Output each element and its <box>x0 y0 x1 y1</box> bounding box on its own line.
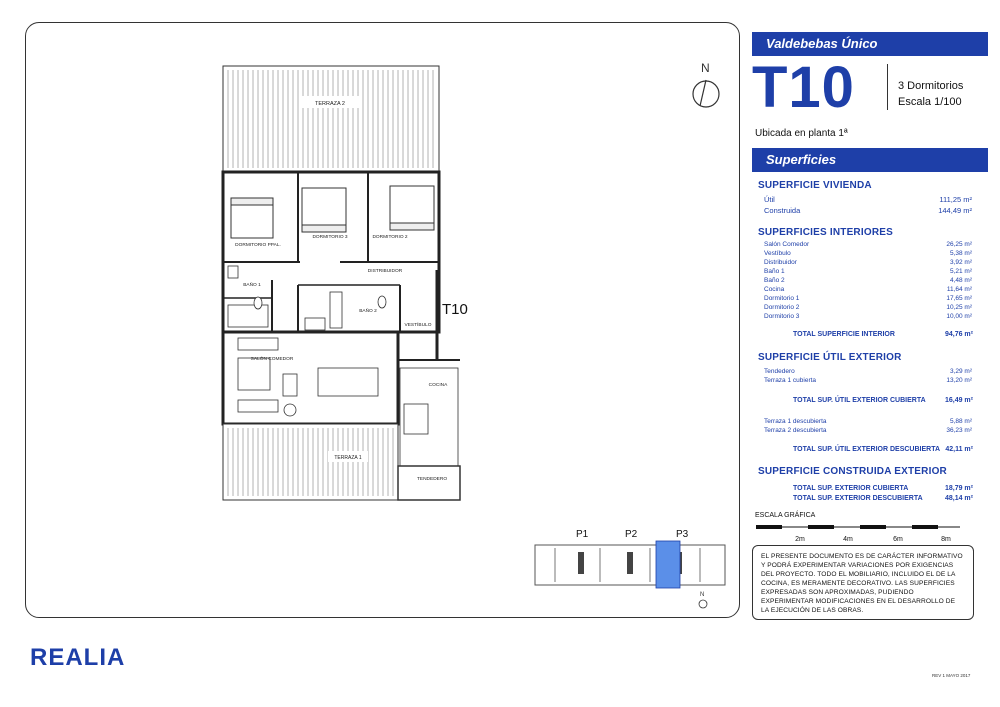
keyplan-highlight-p3 <box>655 540 681 589</box>
apartment-walls <box>221 170 460 426</box>
north-label: N <box>701 61 710 75</box>
bathrooms <box>227 265 387 331</box>
furniture-beds <box>230 185 435 239</box>
section-util-exterior-title: SUPERFICIE ÚTIL EXTERIOR <box>758 352 902 363</box>
superficies-title: Superficies <box>752 148 988 172</box>
graphic-scale: 2m 4m 6m 8m <box>756 525 960 543</box>
svg-text:2m: 2m <box>795 536 805 543</box>
disclaimer-box: EL PRESENTE DOCUMENTO ES DE CARÁCTER INF… <box>752 545 974 620</box>
svg-text:BAÑO 2: BAÑO 2 <box>359 307 377 314</box>
terraza-1: TERRAZA 1 <box>222 423 399 501</box>
svg-text:TENDEDERO: TENDEDERO <box>417 476 447 482</box>
realia-logo: REALIA <box>30 644 126 671</box>
svg-text:DORMITORIO PPAL.: DORMITORIO PPAL. <box>235 242 281 248</box>
svg-text:DISTRIBUIDOR: DISTRIBUIDOR <box>368 268 403 274</box>
escala-grafica-label: ESCALA GRÁFICA <box>755 512 816 519</box>
svg-text:4m: 4m <box>843 536 853 543</box>
svg-text:P2: P2 <box>625 529 638 540</box>
svg-text:P1: P1 <box>576 529 589 540</box>
section-interiores-title: SUPERFICIES INTERIORES <box>758 227 893 238</box>
unit-code: T10 <box>752 55 855 120</box>
section-construida-exterior-title: SUPERFICIE CONSTRUIDA EXTERIOR <box>758 466 947 477</box>
project-title: Valdebebas Único <box>752 32 988 56</box>
key-plan: P1 P2 P3 N <box>534 529 726 609</box>
unit-label-plan: T10 <box>442 301 468 318</box>
section-vivienda-title: SUPERFICIE VIVIENDA <box>758 180 872 191</box>
revision-label: REV 1 MAYO 2017 <box>932 673 971 678</box>
bedrooms-label: 3 Dormitorios <box>898 80 964 92</box>
unit-info: 3 Dormitorios Escala 1/100 <box>898 78 963 110</box>
svg-text:6m: 6m <box>893 536 903 543</box>
svg-text:8m: 8m <box>941 536 951 543</box>
svg-text:N: N <box>700 592 704 598</box>
svg-text:TERRAZA 1: TERRAZA 1 <box>334 455 361 461</box>
svg-text:DORMITORIO 3: DORMITORIO 3 <box>312 234 347 240</box>
scale-label: Escala 1/100 <box>898 96 962 108</box>
svg-text:DORMITORIO 2: DORMITORIO 2 <box>372 234 407 240</box>
floor-label: Ubicada en planta 1ª <box>755 128 848 139</box>
north-arrow-icon: N <box>692 61 720 108</box>
terraza-2: TERRAZA 2 <box>222 65 440 173</box>
svg-text:TERRAZA 2: TERRAZA 2 <box>315 101 345 107</box>
tendedero: TENDEDERO <box>397 465 461 501</box>
svg-text:P3: P3 <box>676 529 689 540</box>
svg-text:BAÑO 1: BAÑO 1 <box>243 281 261 288</box>
svg-text:VESTÍBULO: VESTÍBULO <box>405 321 432 328</box>
svg-text:SALÓN COMEDOR: SALÓN COMEDOR <box>251 355 294 362</box>
plan-frame <box>25 22 740 618</box>
svg-text:COCINA: COCINA <box>429 382 448 388</box>
furniture-living <box>237 337 459 467</box>
title-divider <box>887 64 888 110</box>
